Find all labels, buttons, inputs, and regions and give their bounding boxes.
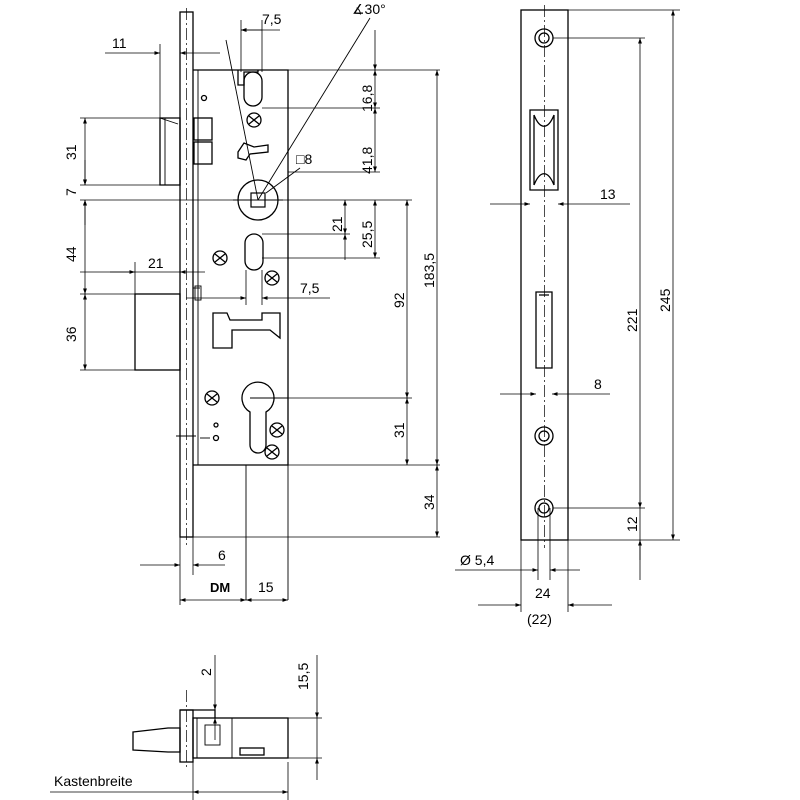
angle-label: ∡30° bbox=[352, 1, 386, 17]
screw-icon bbox=[264, 444, 280, 460]
dim-21-vertical: 21 bbox=[329, 216, 345, 232]
front-dimensions: 7,5 11 ∡30° □8 16,8 41,8 31 7 bbox=[63, 1, 440, 605]
dim-41-8: 41,8 bbox=[359, 147, 375, 174]
cylinder-cutout bbox=[241, 381, 275, 454]
hole-diameter: Ø 5,4 bbox=[460, 552, 494, 568]
screw-icon bbox=[264, 270, 280, 286]
dim-25-5: 25,5 bbox=[359, 221, 375, 248]
dim-7: 7 bbox=[63, 188, 79, 196]
screw-icon bbox=[204, 390, 220, 406]
dim-24: 24 bbox=[535, 585, 551, 601]
dim-31-top: 31 bbox=[63, 144, 79, 160]
dead-bolt bbox=[134, 293, 181, 371]
dim-7-5-top: 7,5 bbox=[262, 11, 282, 27]
dim-13: 13 bbox=[600, 186, 616, 202]
dim-15-5: 15,5 bbox=[295, 663, 311, 690]
dim-92: 92 bbox=[391, 292, 407, 308]
dim-221: 221 bbox=[624, 308, 640, 332]
mounting-hole-icon bbox=[534, 426, 554, 446]
dim-6: 6 bbox=[218, 547, 226, 563]
dim-2: 2 bbox=[198, 668, 214, 676]
dim-11: 11 bbox=[112, 35, 127, 51]
dim-16-8: 16,8 bbox=[359, 85, 375, 112]
bolt-opening bbox=[535, 291, 553, 369]
dim-31-low: 31 bbox=[391, 422, 407, 438]
side-view-faceplate bbox=[520, 5, 569, 548]
latch-bolt bbox=[159, 117, 181, 186]
lock-case bbox=[193, 69, 289, 466]
dim-183-5: 183,5 bbox=[421, 253, 437, 288]
dim-34: 34 bbox=[421, 494, 437, 510]
side-dimensions: 245 221 12 13 8 Ø 5,4 24 (22) bbox=[455, 9, 680, 627]
square-label: □8 bbox=[296, 151, 312, 167]
dim-245: 245 bbox=[657, 288, 673, 312]
mounting-hole-icon bbox=[534, 28, 554, 48]
front-view bbox=[134, 8, 289, 600]
box-width-label: Kastenbreite bbox=[54, 773, 133, 789]
bottom-view: 2 15,5 Kastenbreite bbox=[50, 655, 322, 800]
dim-12: 12 bbox=[624, 516, 640, 532]
screw-icon bbox=[212, 250, 228, 266]
dim-44: 44 bbox=[63, 246, 79, 262]
screw-icon bbox=[269, 422, 285, 438]
dim-7-5-mid: 7,5 bbox=[300, 280, 320, 296]
dim-21-horizontal: 21 bbox=[148, 255, 164, 271]
dim-22: (22) bbox=[527, 611, 552, 627]
screw-icon bbox=[246, 112, 262, 128]
brand-dm: DM bbox=[210, 580, 230, 595]
dim-8: 8 bbox=[594, 376, 602, 392]
latch-opening bbox=[529, 109, 559, 191]
dim-15: 15 bbox=[258, 579, 274, 595]
dim-36: 36 bbox=[63, 326, 79, 342]
